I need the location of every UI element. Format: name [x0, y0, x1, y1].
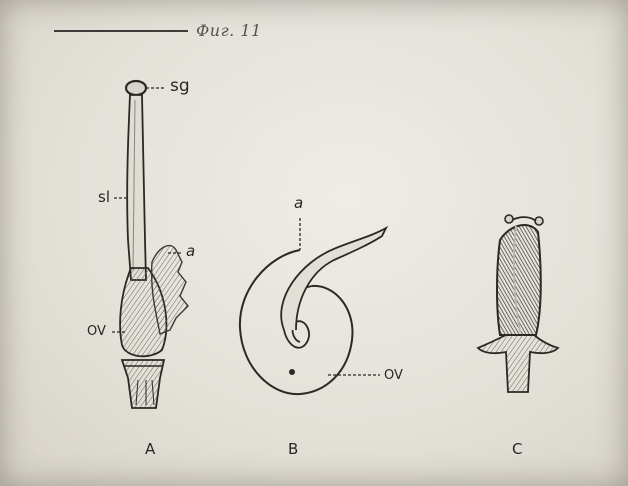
label-sl: sl	[98, 190, 110, 205]
panel-c-ovary	[497, 225, 541, 335]
panel-b-micropyle-dot	[289, 369, 295, 375]
panel-b-funicle	[281, 228, 386, 330]
label-a-panel-a: a	[186, 244, 195, 259]
panel-label-a: A	[145, 442, 155, 457]
label-a-panel-b: a	[294, 196, 303, 211]
panel-a-stigma	[126, 81, 146, 95]
panel-b-ovule-drawing	[240, 218, 386, 394]
label-sg: sg	[170, 78, 190, 95]
panel-label-c: C	[512, 442, 522, 457]
panel-a-appendage	[152, 246, 188, 334]
panel-a-pistil-drawing	[112, 81, 188, 408]
panel-a-receptacle	[122, 360, 164, 408]
panel-a-style	[127, 95, 146, 280]
panel-c-receptacle	[478, 335, 558, 392]
label-ov-panel-b: OV	[384, 369, 403, 382]
panel-c-pistil-drawing	[478, 215, 558, 392]
label-ov-panel-a: OV	[87, 325, 106, 338]
panel-label-b: B	[288, 442, 298, 457]
